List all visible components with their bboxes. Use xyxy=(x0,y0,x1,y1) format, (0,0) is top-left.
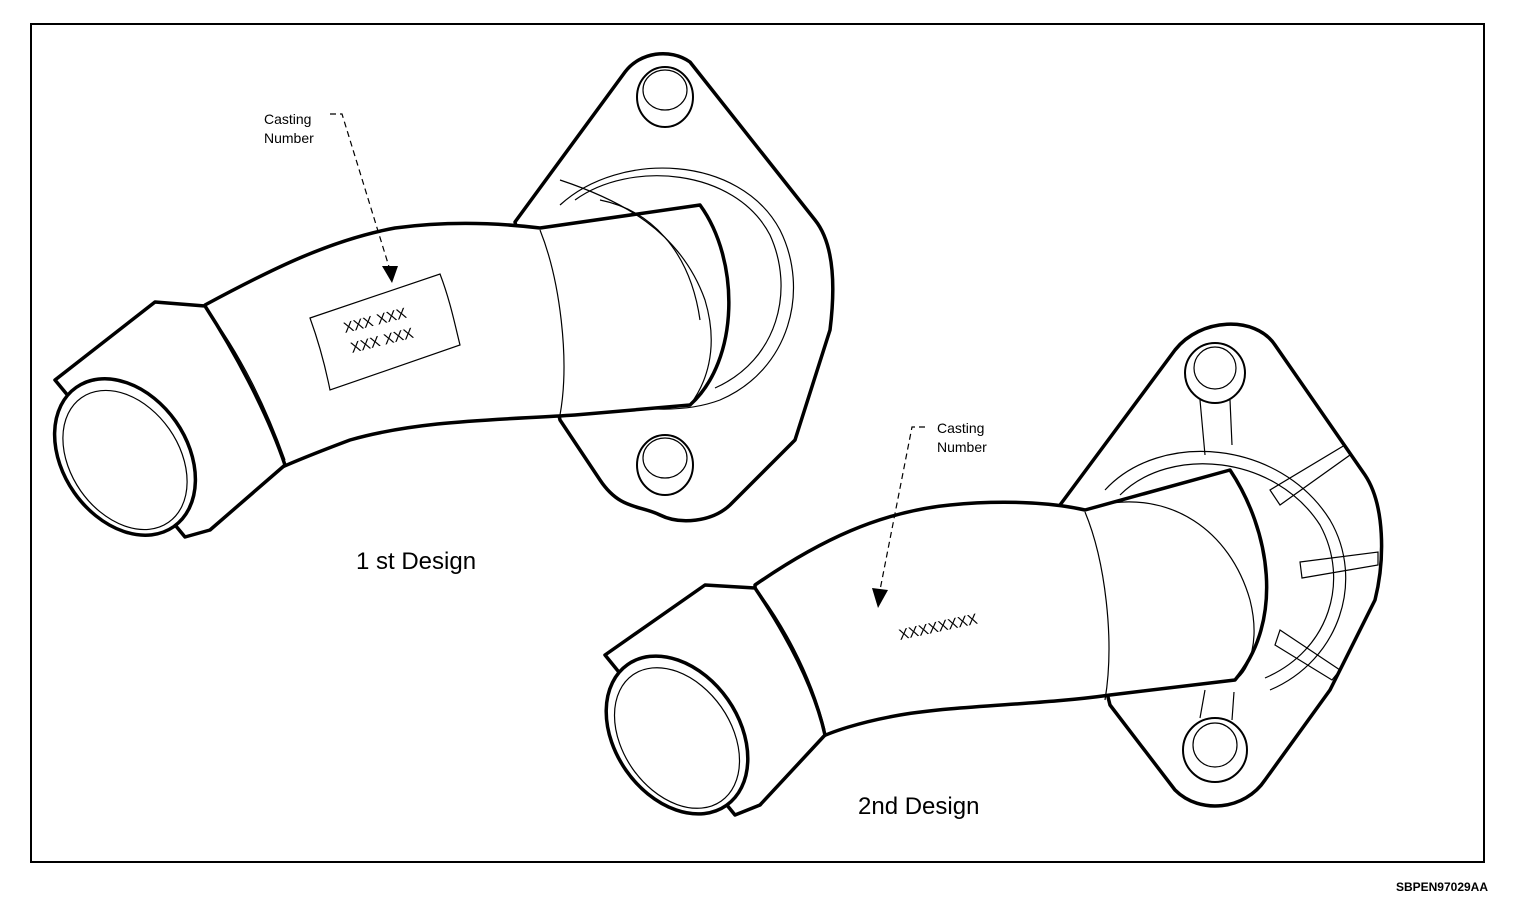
second-design-upper-bolt-hole xyxy=(1184,342,1246,404)
first-design-upper-bolt-hole xyxy=(636,66,694,128)
second-design-housing xyxy=(603,322,1384,817)
first-design-tube xyxy=(203,203,731,527)
first-design-housing xyxy=(52,52,835,539)
second-design-caption: 2nd Design xyxy=(858,793,980,820)
second-design-rib xyxy=(1299,551,1379,579)
second-design-rib xyxy=(1274,629,1341,681)
reference-code: SBPEN97029AA xyxy=(1395,880,1488,894)
first-design-lower-bolt-hole xyxy=(636,434,694,496)
first-design-callout-arrow xyxy=(382,266,398,283)
first-design-caption: 1 st Design xyxy=(356,548,477,575)
first-design-casting-patch xyxy=(309,273,461,391)
illustration-frame xyxy=(30,23,1485,863)
second-design-callout-arrow xyxy=(872,588,888,608)
first-design-callout-label: Casting Number xyxy=(264,111,314,146)
second-design-rib xyxy=(1269,444,1351,506)
second-design-lower-bolt-hole xyxy=(1182,717,1248,783)
second-design-tube xyxy=(753,468,1269,802)
second-design-callout-label: Casting Number xyxy=(937,420,987,455)
